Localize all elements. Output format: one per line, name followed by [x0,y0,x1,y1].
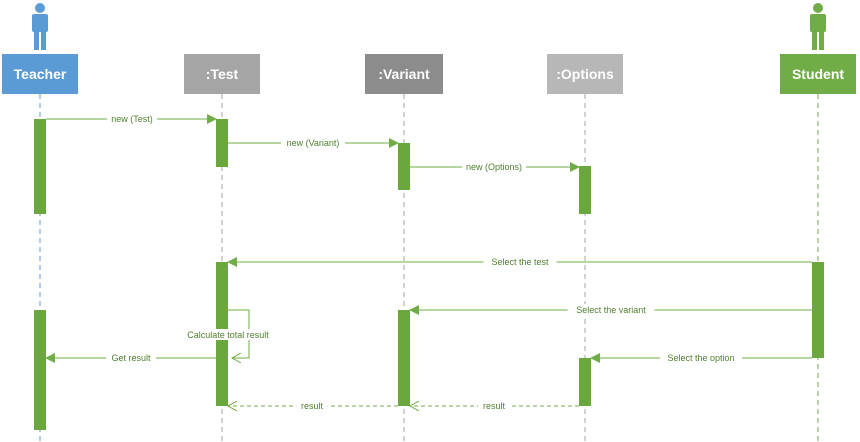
message-label-bg-0 [107,113,157,124]
message-label-bg-7 [106,352,156,363]
student-actor-icon [810,3,826,50]
message-label-0: new (Test) [111,114,153,124]
message-label-1: new (Variant) [287,138,340,148]
activation-bar-variant-2 [398,143,410,190]
message-label-4: Select the variant [576,305,646,315]
participant-teacher: Teacher [2,54,78,94]
message-label-bg-1 [281,137,345,148]
message-label-8: result [301,401,324,411]
message-label-bg-2 [462,161,526,172]
activation-bar-teacher-0 [34,119,46,214]
activation-bar-teacher-6 [34,310,46,430]
message-label-3: Select the test [491,257,549,267]
activation-bar-test-1 [216,119,228,167]
participant-student: Student [780,54,856,94]
message-label-9: result [483,401,506,411]
message-label-bg-3 [483,256,557,267]
message-label-2: new (Options) [466,162,522,172]
activation-bar-options-8 [579,358,591,406]
message-label-5: Calculate total result [187,330,269,340]
message-label-6: Select the option [667,353,734,363]
participant-variant: :Variant [365,54,443,94]
activation-bar-student-5 [812,262,824,358]
activation-bar-options-3 [579,166,591,214]
message-label-bg-9 [478,400,510,411]
message-label-bg-5 [175,329,281,340]
teacher-actor-icon [32,3,48,50]
message-label-bg-8 [296,400,328,411]
participant-test: :Test [184,54,260,94]
activation-bar-variant-7 [398,310,410,406]
participant-options: :Options [547,54,623,94]
message-label-bg-6 [659,352,743,363]
message-label-bg-4 [567,304,655,315]
message-label-7: Get result [111,353,151,363]
